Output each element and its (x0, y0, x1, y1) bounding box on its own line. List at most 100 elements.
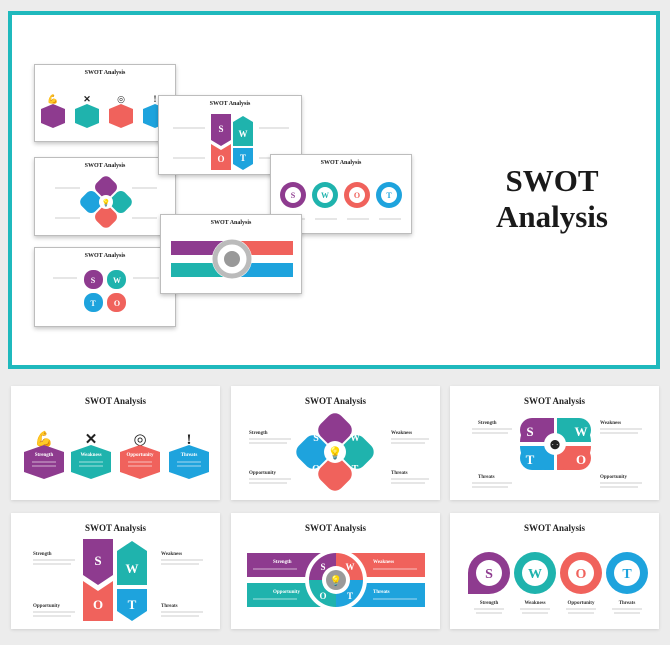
slide-title: SWOT Analysis (84, 396, 147, 406)
label-threats: Threats (478, 475, 495, 480)
label-weakness: Weakness (161, 552, 182, 557)
label-threats: Threats (181, 453, 198, 458)
preview-slide-hexagons: SWOT Analysis 💪 ✕ ◎ ! (34, 64, 176, 142)
letter-w: W (528, 567, 542, 582)
slide-title: SWOT Analysis (523, 523, 586, 533)
letter-o: O (93, 597, 103, 612)
label-strength: Strength (273, 560, 292, 565)
label-weakness: Weakness (80, 453, 101, 458)
label-strength: Strength (35, 453, 54, 458)
label-weakness: Weakness (600, 421, 621, 426)
slide-title: SWOT Analysis (304, 396, 367, 406)
bar-wheel-diagram (171, 239, 293, 279)
hexagon-opportunity (109, 104, 133, 128)
label-weakness: Weakness (391, 431, 412, 436)
svg-text:O: O (217, 154, 224, 164)
preview-slide-bars: SWOT Analysis (160, 214, 302, 294)
hero-title-line2: Analysis (496, 199, 608, 234)
label-threats: Threats (619, 601, 636, 606)
letter-s: S (320, 562, 325, 572)
preview-slide-quadrants: SWOT Analysis S W T O (34, 247, 176, 327)
svg-text:S: S (218, 124, 223, 134)
muscle-icon: 💪 (47, 93, 58, 104)
hero-title-line1: SWOT (505, 163, 599, 198)
letter-t: T (347, 591, 353, 601)
thumbnail-arrows[interactable]: SWOT Analysis S O W T Strength Weakness … (11, 513, 220, 629)
bar-wheel-diagram: 💡 S W O T Strength Weakness Opportunity … (247, 549, 425, 611)
slide-title: SWOT Analysis (304, 523, 367, 533)
svg-text:T: T (386, 191, 392, 200)
label-opportunity: Opportunity (600, 475, 627, 480)
slide-title: SWOT Analysis (210, 220, 252, 226)
hexagon-row: 💪 ✕ ◎ ! (41, 93, 167, 128)
letter-s: S (526, 424, 533, 439)
svg-text:S: S (91, 276, 96, 285)
letter-o: O (312, 464, 320, 475)
letter-t: T (526, 452, 535, 467)
lightbulb-icon: 💡 (328, 446, 343, 460)
quadrant-diagram: S W T O (53, 270, 159, 312)
thumbnail-hexagons[interactable]: SWOT Analysis 💪 ✕ ◎ ! Strength Weakness … (11, 386, 220, 500)
arrow-diagram: S O W T Strength Weakness Opportunity Th… (33, 539, 203, 621)
slide-title: SWOT Analysis (320, 160, 362, 166)
letter-o: O (576, 452, 586, 467)
lightbulb-icon: 💡 (330, 574, 342, 587)
letter-t: T (622, 567, 632, 582)
slide-title: SWOT Analysis (523, 396, 586, 406)
diamond-diagram: 💡 (55, 176, 157, 228)
hexagon-row: 💪 ✕ ◎ ! Strength Weakness Opportunity Th… (24, 430, 209, 479)
letter-s: S (94, 553, 101, 568)
x-icon: ✕ (83, 94, 91, 104)
svg-text:W: W (321, 191, 329, 200)
svg-text:W: W (113, 276, 121, 285)
letter-w: W (575, 424, 588, 439)
circle-diagram: S W O T Strength Weakness Opportunity Th… (468, 552, 648, 614)
muscle-icon: 💪 (35, 430, 54, 448)
hero-panel: SWOT Analysis 💪 ✕ ◎ ! SWOT Analysis 💡 (8, 11, 660, 369)
svg-text:T: T (90, 299, 96, 308)
svg-text:W: W (239, 129, 248, 139)
label-strength: Strength (480, 601, 499, 606)
svg-text:O: O (354, 191, 360, 200)
thumbnail-bars-wheel[interactable]: SWOT Analysis 💡 S W O T Strength Weaknes… (231, 513, 440, 629)
letter-w: W (346, 562, 355, 572)
label-strength: Strength (33, 552, 52, 557)
diamond-diagram: S W O T 💡 Strength Weakness Opportunity … (249, 413, 429, 491)
letter-o: O (319, 591, 326, 601)
x-icon: ✕ (85, 432, 98, 448)
letter-t: T (352, 464, 359, 475)
label-opportunity: Opportunity (249, 471, 276, 476)
slide-title: SWOT Analysis (84, 253, 126, 259)
label-weakness: Weakness (373, 560, 394, 565)
letter-t: T (128, 597, 137, 612)
thumbnail-quadrants[interactable]: SWOT Analysis S W T O ⚉ Strength Weaknes… (450, 386, 659, 500)
hexagon-strength (41, 104, 65, 128)
letter-w: W (126, 561, 139, 576)
quadrant-diagram: S W T O ⚉ Strength Weakness Threats Oppo… (472, 418, 642, 488)
target-icon: ◎ (133, 432, 146, 448)
svg-text:T: T (240, 153, 246, 163)
exclamation-icon: ! (154, 94, 157, 104)
letter-s: S (485, 567, 493, 582)
slide-title: SWOT Analysis (84, 163, 126, 169)
slide-title: SWOT Analysis (209, 101, 251, 107)
people-icon: ⚉ (550, 438, 561, 452)
exclamation-icon: ! (187, 432, 192, 448)
preview-slide-diamond: SWOT Analysis 💡 (34, 157, 176, 236)
label-opportunity: Opportunity (568, 601, 595, 606)
label-opportunity: Opportunity (273, 590, 300, 595)
letter-w: W (350, 433, 360, 444)
arrow-diagram: S O W T (173, 114, 289, 170)
letter-s: S (313, 433, 319, 444)
thumbnail-diamond[interactable]: SWOT Analysis S W O T 💡 Strength Weaknes… (231, 386, 440, 500)
slide-title: SWOT Analysis (84, 70, 126, 76)
letter-o: O (576, 567, 587, 582)
label-threats: Threats (161, 604, 178, 609)
slide-title: SWOT Analysis (84, 523, 147, 533)
thumbnail-circles[interactable]: SWOT Analysis S W O T Strength Weakness … (450, 513, 659, 629)
svg-text:O: O (114, 299, 120, 308)
lightbulb-icon: 💡 (102, 198, 111, 207)
label-threats: Threats (391, 471, 408, 476)
label-opportunity: Opportunity (127, 453, 154, 458)
hero-title: SWOT Analysis (452, 163, 652, 235)
